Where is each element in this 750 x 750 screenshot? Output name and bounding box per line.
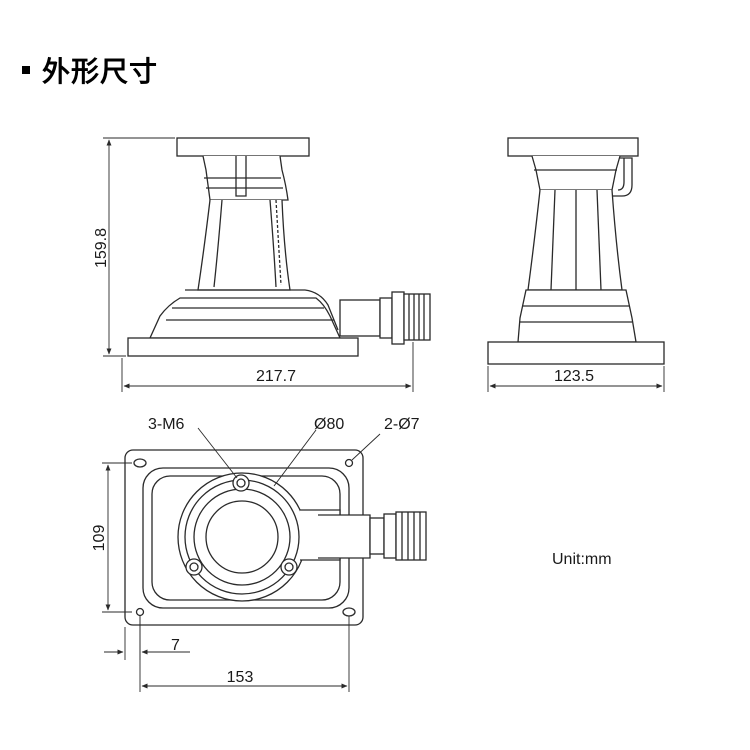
diameter-label: Ø80 bbox=[314, 416, 344, 433]
mount-hole-callout bbox=[351, 433, 381, 461]
section-heading: 外形尺寸 bbox=[22, 50, 158, 90]
diameter-callout bbox=[273, 429, 317, 487]
bottom-height-label: 109 bbox=[91, 525, 108, 552]
front-width-label: 217.7 bbox=[256, 368, 296, 385]
front-height-label: 159.8 bbox=[93, 228, 110, 268]
bottom-view bbox=[124, 449, 427, 626]
mount-hole-label: 2-Ø7 bbox=[384, 416, 420, 433]
front-width-dimension bbox=[121, 342, 414, 392]
unit-label: Unit:mm bbox=[552, 551, 612, 568]
front-height-dimension bbox=[103, 137, 175, 357]
hole-offset-label: 7 bbox=[171, 637, 180, 654]
section-title: 外形尺寸 bbox=[42, 55, 159, 88]
bottom-width-label: 153 bbox=[227, 669, 254, 686]
screw-label: 3-M6 bbox=[148, 416, 185, 433]
screw-callout bbox=[197, 427, 238, 479]
bottom-height-dimension bbox=[102, 462, 132, 613]
side-width-label: 123.5 bbox=[554, 368, 594, 385]
side-width-dimension bbox=[487, 366, 665, 392]
front-view bbox=[127, 137, 431, 357]
bullet-square-icon bbox=[22, 66, 30, 74]
side-view bbox=[487, 137, 665, 365]
bottom-width-dimension bbox=[139, 616, 350, 692]
